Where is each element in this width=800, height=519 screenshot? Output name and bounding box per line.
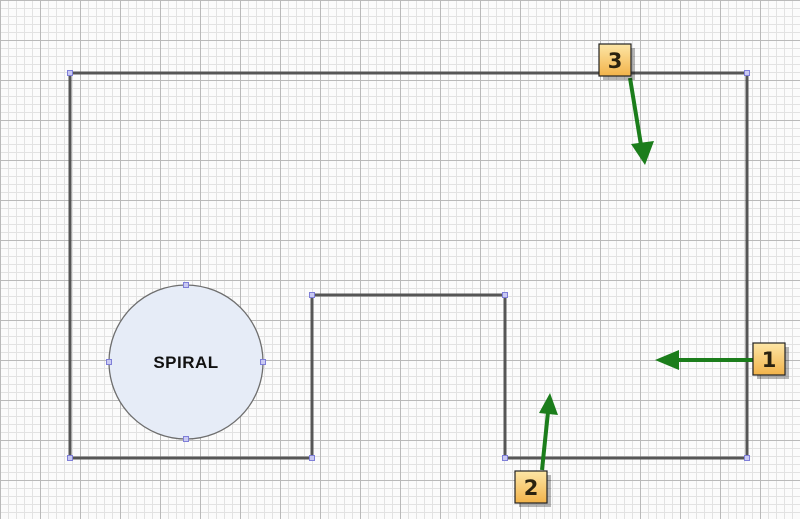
circle-handle-left[interactable]	[106, 359, 112, 365]
spiral-label: SPIRAL	[153, 353, 218, 372]
arrow-2-shaft	[540, 411, 550, 471]
arrow-2-head	[539, 393, 558, 415]
badge-3-box	[598, 43, 632, 77]
circle-handle-bottom[interactable]	[183, 436, 189, 442]
marker-badge-1[interactable]: 1	[752, 342, 789, 379]
badge-2-label: 2	[524, 476, 539, 500]
circle-handle-top[interactable]	[183, 282, 189, 288]
vertex-handle[interactable]	[744, 70, 750, 76]
badge-3-label: 3	[608, 49, 623, 73]
spiral-shape[interactable]: SPIRAL	[106, 282, 266, 442]
arrow-2[interactable]	[539, 393, 558, 471]
marker-badge-3[interactable]: 3	[598, 43, 635, 80]
wall-vertex-handles[interactable]	[67, 70, 750, 461]
badge-2-box	[514, 470, 548, 504]
arrow-1-head	[655, 350, 679, 370]
arrow-1[interactable]	[655, 350, 754, 370]
circle-handle-right[interactable]	[260, 359, 266, 365]
vertex-handle[interactable]	[744, 455, 750, 461]
badge-1-box	[752, 342, 786, 376]
vertex-handle[interactable]	[67, 455, 73, 461]
badge-1-label: 1	[762, 348, 777, 372]
arrow-3[interactable]	[628, 77, 654, 165]
arrow-3-shaft	[628, 77, 643, 146]
vertex-handle[interactable]	[67, 70, 73, 76]
vertex-handle[interactable]	[309, 455, 315, 461]
marker-badge-2[interactable]: 2	[514, 470, 551, 507]
vertex-handle[interactable]	[309, 292, 315, 298]
arrow-3-head	[631, 141, 654, 165]
vertex-handle[interactable]	[502, 455, 508, 461]
vertex-handle[interactable]	[502, 292, 508, 298]
